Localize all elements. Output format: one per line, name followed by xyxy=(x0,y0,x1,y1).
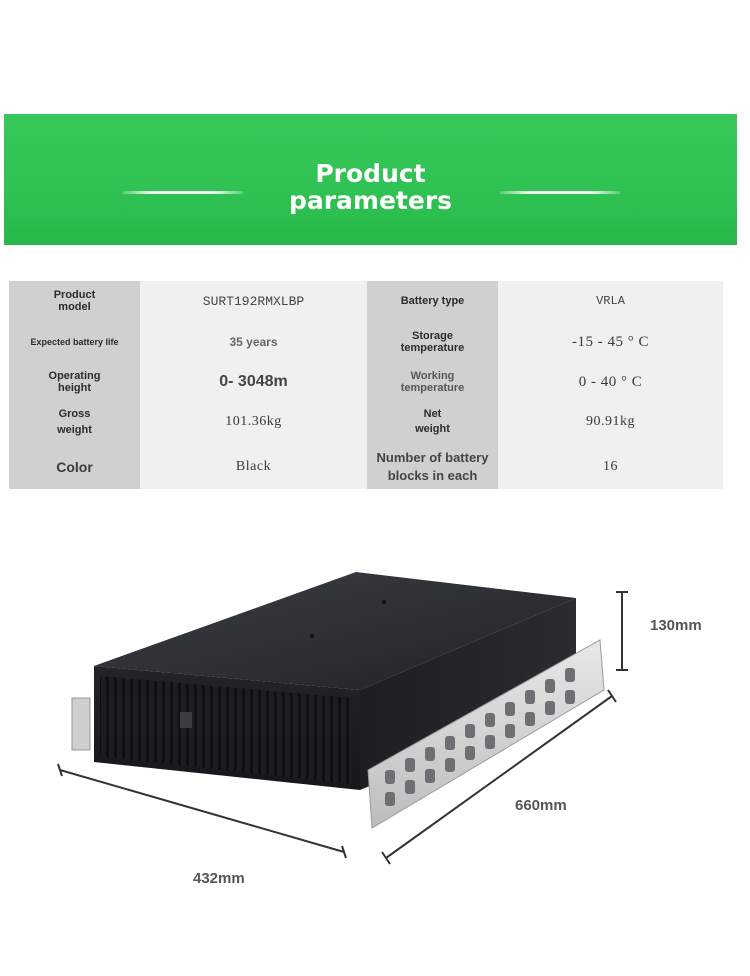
value-storage-temperature: -15 - 45 ° C xyxy=(572,333,649,350)
banner-right-rule xyxy=(500,191,620,194)
value-product-model: SURT192RMXLBP xyxy=(202,293,305,309)
value-battery-type: VRLA xyxy=(596,294,625,308)
value-color: Black xyxy=(235,459,272,474)
ups-battery-pack-image xyxy=(57,572,628,865)
label-battery-type: Battery type xyxy=(400,295,465,307)
header-banner: Product parameters xyxy=(4,114,737,245)
value-net-weight: 90.91kg xyxy=(586,414,635,429)
product-illustration: 130mm 660mm 432mm xyxy=(0,520,750,940)
banner-title-line1: Product xyxy=(315,159,426,188)
dimension-lines xyxy=(57,591,628,865)
depth-dimension-label: 660mm xyxy=(515,797,567,814)
box-side xyxy=(360,598,576,790)
value-expected-battery-life: 35 years xyxy=(229,335,278,349)
label-storage-temperature: Storage temperature xyxy=(400,330,465,354)
banner-title-line2: parameters xyxy=(288,186,453,215)
banner-title: Product parameters xyxy=(4,160,737,214)
value-operating-height: 0- 3048m xyxy=(219,373,288,390)
box-top xyxy=(94,572,576,690)
front-vents xyxy=(100,676,352,784)
value-working-temperature: 0 - 40 ° C xyxy=(578,373,643,390)
right-label-column: Battery type Storage temperature Working… xyxy=(367,281,498,489)
front-logo xyxy=(180,712,192,728)
left-label-column: Product model Expected battery life Oper… xyxy=(9,281,140,489)
label-battery-blocks: Number of battery blocks in each xyxy=(376,450,489,483)
label-gross-weight: Gross weight xyxy=(57,408,92,436)
value-battery-blocks: 16 xyxy=(603,459,618,474)
right-value-column: VRLA -15 - 45 ° C 0 - 40 ° C 90.91kg 16 xyxy=(498,281,723,489)
banner-left-rule xyxy=(123,191,243,194)
label-color: Color xyxy=(56,459,93,475)
value-gross-weight: 101.36kg xyxy=(225,414,282,429)
width-dimension-label: 432mm xyxy=(193,870,245,887)
label-operating-height: Operating height xyxy=(48,370,101,394)
height-dimension-label: 130mm xyxy=(650,617,702,634)
label-net-weight: Net weight xyxy=(415,408,450,435)
spec-table: Product model Expected battery life Oper… xyxy=(9,281,723,489)
label-product-model: Product model xyxy=(53,289,96,313)
label-expected-battery-life: Expected battery life xyxy=(30,337,119,347)
rail-holes xyxy=(385,668,575,806)
left-value-column: SURT192RMXLBP 35 years 0- 3048m 101.36kg… xyxy=(140,281,367,489)
left-mounting-ear xyxy=(71,697,91,751)
label-working-temperature: Working temperature xyxy=(400,370,465,394)
